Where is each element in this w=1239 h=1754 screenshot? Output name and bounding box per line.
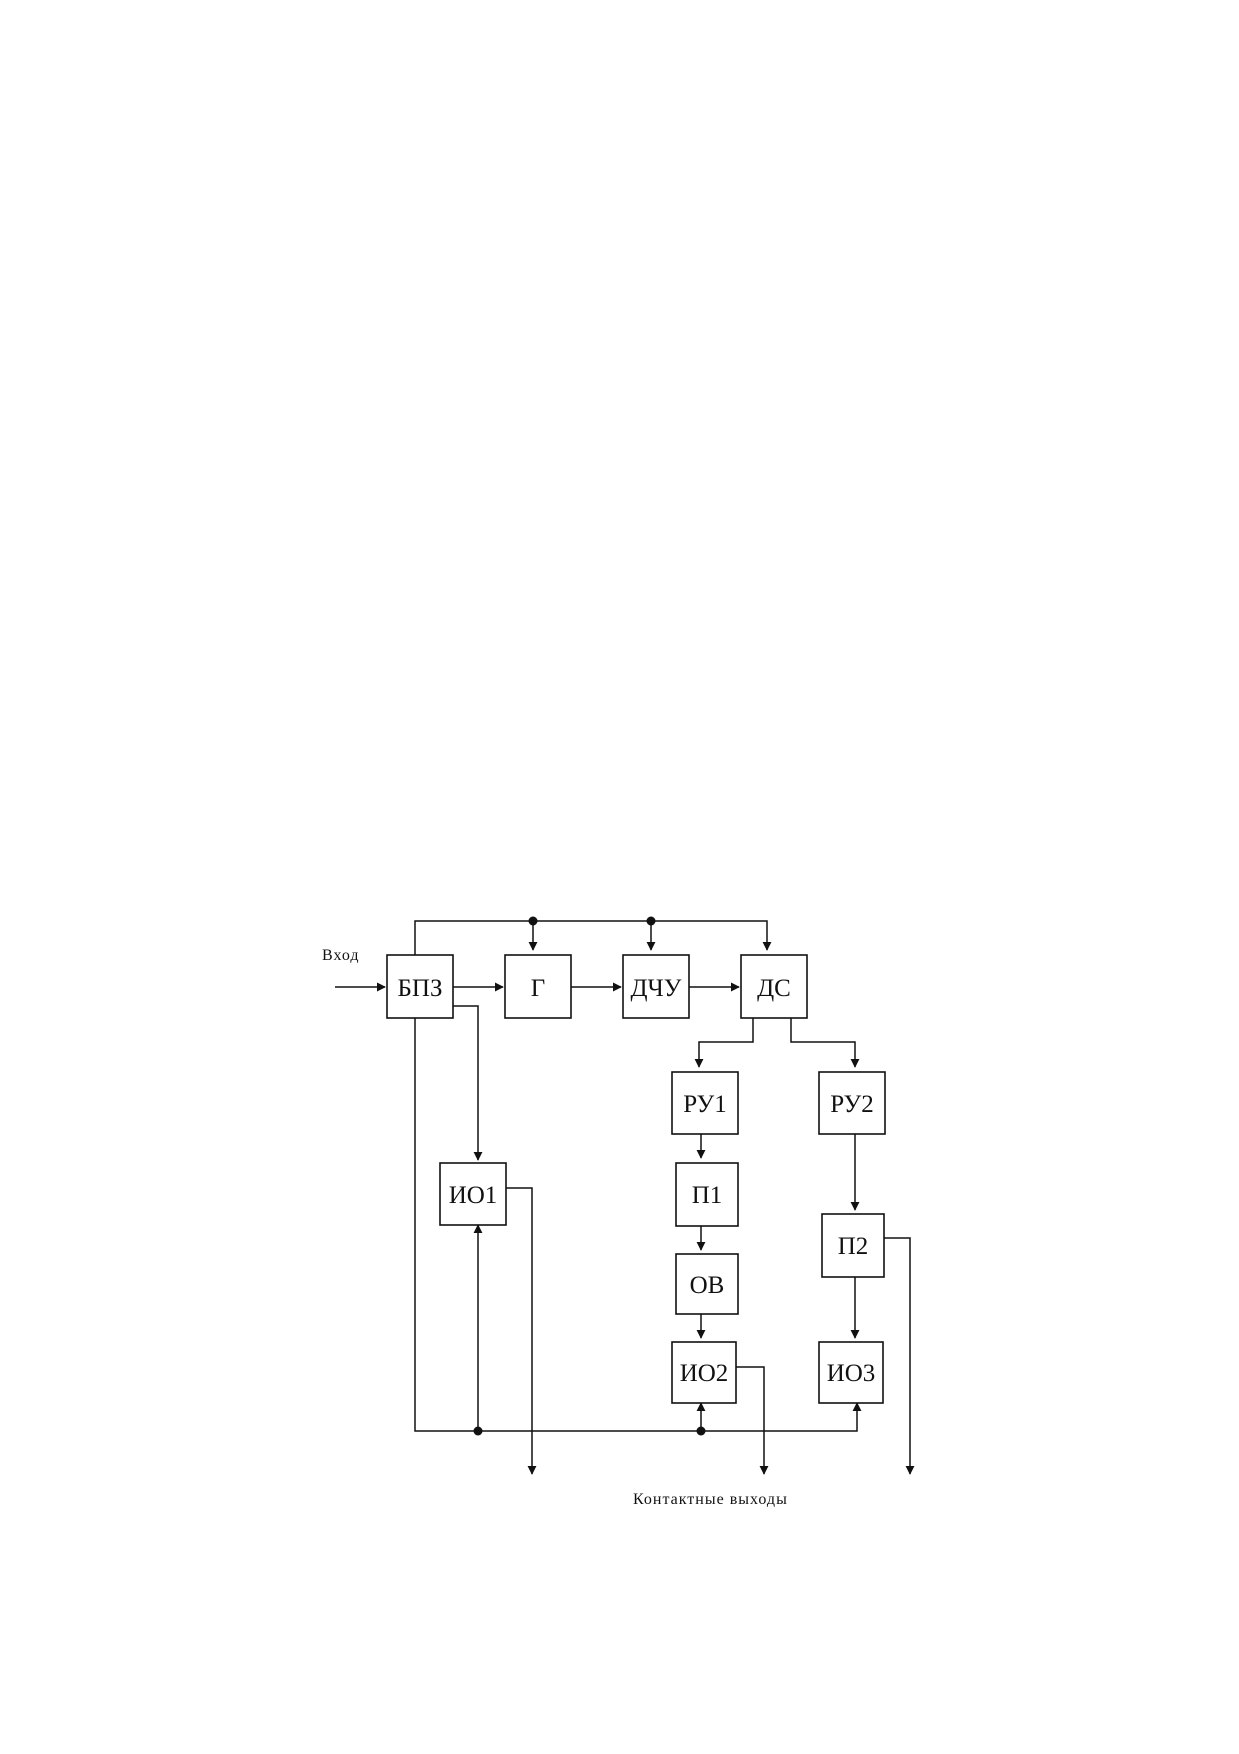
bottom-bus-line [414, 1018, 862, 1432]
block-io1: ИО1 [439, 1162, 507, 1226]
block-ru1: РУ1 [671, 1071, 739, 1135]
input-label: Вход [322, 947, 360, 964]
block-io2-label: ИО2 [680, 1360, 729, 1387]
block-bpz-label: БПЗ [398, 975, 443, 1002]
block-bpz: БПЗ [386, 954, 454, 1019]
junction-dot [646, 916, 656, 926]
block-ov-label: ОВ [690, 1272, 725, 1299]
block-p2: П2 [821, 1213, 885, 1278]
junction-dot [528, 916, 538, 926]
block-ru1-label: РУ1 [683, 1091, 726, 1118]
junction-dot [473, 1426, 483, 1436]
p2-contact-output-arrow [883, 1237, 915, 1475]
block-ds-label: ДС [757, 975, 791, 1002]
block-p1-label: П1 [692, 1182, 723, 1209]
block-io3-label: ИО3 [827, 1360, 876, 1387]
block-ru2-label: РУ2 [830, 1091, 873, 1118]
io2-contact-output-arrow [736, 1366, 769, 1475]
block-io1-label: ИО1 [449, 1182, 498, 1209]
io1-contact-output-arrow [506, 1187, 537, 1475]
block-io2: ИО2 [671, 1341, 737, 1404]
block-g: Г [504, 954, 572, 1019]
ds-to-ru2-arrow [790, 1018, 860, 1068]
contact-outputs-label: Контактные выходы [633, 1491, 788, 1508]
ds-to-ru1-arrow [694, 1018, 754, 1068]
block-ds: ДС [740, 954, 808, 1019]
block-ov: ОВ [675, 1253, 739, 1315]
block-dchu-label: ДЧУ [630, 975, 681, 1002]
bpz-to-io1-arrow [453, 1005, 483, 1161]
block-io3: ИО3 [818, 1341, 884, 1404]
block-p1: П1 [675, 1162, 739, 1227]
block-dchu: ДЧУ [622, 954, 690, 1019]
block-p2-label: П2 [838, 1233, 869, 1260]
top-bus-line [414, 920, 772, 958]
junction-dot [696, 1426, 706, 1436]
block-g-label: Г [531, 975, 545, 1002]
block-ru2: РУ2 [818, 1071, 886, 1135]
